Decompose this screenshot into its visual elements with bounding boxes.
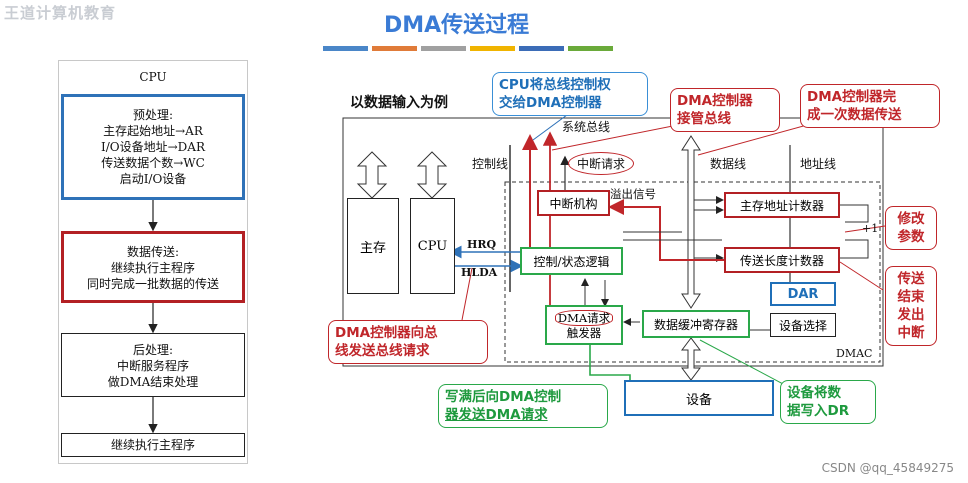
note-fill-then-request: 写满后向DMA控制 器发送DMA请求 <box>438 384 608 428</box>
note-fill-then-request-line-2: 器发送DMA请求 <box>445 407 548 423</box>
title-color-bar-5 <box>519 46 564 51</box>
note-transfer-end-line-1: 传送 <box>897 271 925 287</box>
preprocess-line-5: 启动I/O设备 <box>119 172 187 186</box>
note-dma-bus-request-line-1: DMA控制器向总 <box>335 325 438 341</box>
note-transfer-end-interrupt: 传送 结束 发出 中断 <box>885 266 937 346</box>
device-select-box: 设备选择 <box>770 313 836 337</box>
note-dma-take-bus-line-2: 接管总线 <box>677 111 731 127</box>
note-modify-params-line-2: 参数 <box>897 229 925 245</box>
page-title: DMA传送过程 <box>384 13 530 38</box>
diagram-caption: 以数据输入为例 <box>350 95 448 111</box>
transfer-line-3: 同时完成一批数据的传送 <box>86 277 219 291</box>
watermark-logo: 王道计算机教育 <box>4 4 117 22</box>
flow-continue-box: 继续执行主程序 <box>61 433 245 457</box>
note-modify-params-line-1: 修改 <box>897 211 925 227</box>
note-dma-complete-transfer: DMA控制器完 成一次数据传送 <box>800 84 940 128</box>
note-dma-take-bus: DMA控制器 接管总线 <box>670 88 780 132</box>
system-bus-label: 系统总线 <box>562 120 611 134</box>
main-memory-label: 主存 <box>359 240 386 256</box>
address-line-label: 地址线 <box>800 157 837 171</box>
note-dma-take-bus-line-1: DMA控制器 <box>677 93 753 109</box>
note-transfer-end-line-3: 发出 <box>897 307 925 323</box>
overflow-signal-label: 溢出信号 <box>610 187 656 201</box>
hlda-label: HLDA <box>461 266 498 279</box>
transfer-length-counter-box: 传送长度计数器 <box>724 247 840 273</box>
note-cpu-hand-over-bus: CPU将总线控制权 交给DMA控制器 <box>492 72 648 116</box>
transfer-line-2: 继续执行主程序 <box>110 261 195 275</box>
flow-preprocess-box: 预处理: 主存起始地址→AR I/O设备地址→DAR 传送数据个数→WC 启动I… <box>61 94 245 200</box>
dar-box: DAR <box>770 282 836 306</box>
flow-postprocess-box: 后处理: 中断服务程序 做DMA结束处理 <box>61 333 245 397</box>
device-label: 设备 <box>685 392 712 408</box>
preprocess-line-2: 主存起始地址→AR <box>103 124 203 138</box>
note-dma-complete-line-2: 成一次数据传送 <box>807 107 902 123</box>
hrq-label: HRQ <box>467 238 497 251</box>
main-memory-box: 主存 <box>347 198 399 294</box>
device-box: 设备 <box>624 380 774 416</box>
control-status-logic-box: 控制/状态逻辑 <box>520 247 623 275</box>
note-modify-params: 修改 参数 <box>885 206 937 250</box>
plus-one-label: +1 <box>862 222 879 235</box>
note-device-write-dr-line-2: 据写入DR <box>787 403 850 419</box>
note-cpu-hand-over-line-1: CPU将总线控制权 <box>499 77 611 93</box>
note-fill-then-request-line-1: 写满后向DMA控制 <box>445 389 562 405</box>
note-device-write-dr-line-1: 设备将数 <box>787 385 841 401</box>
transfer-line-1: 数据传送: <box>126 245 180 259</box>
title-color-bar-6 <box>568 46 613 51</box>
flowchart-arrows <box>148 199 158 434</box>
cpu-label: CPU <box>417 238 448 254</box>
note-dma-bus-request-line-2: 线发送总线请求 <box>335 343 430 359</box>
postprocess-line-2: 中断服务程序 <box>116 359 189 373</box>
flow-transfer-box: 数据传送: 继续执行主程序 同时完成一批数据的传送 <box>61 231 245 303</box>
note-cpu-hand-over-line-2: 交给DMA控制器 <box>499 95 602 111</box>
note-transfer-end-line-2: 结束 <box>897 289 925 305</box>
note-dma-complete-line-1: DMA控制器完 <box>807 89 897 105</box>
preprocess-line-4: 传送数据个数→WC <box>101 156 205 170</box>
flowchart-panel: CPU 预处理: 主存起始地址→AR I/O设备地址→DAR 传送数据个数→WC… <box>58 60 248 464</box>
memory-address-counter-label: 主存地址计数器 <box>739 198 824 213</box>
postprocess-line-1: 后处理: <box>132 343 174 357</box>
control-line-label: 控制线 <box>472 157 509 171</box>
title-color-bar-1 <box>323 46 368 51</box>
note-transfer-end-line-4: 中断 <box>897 325 925 341</box>
dma-request-trigger-line-1: DMA请求 <box>554 310 614 326</box>
preprocess-line-3: I/O设备地址→DAR <box>101 140 205 154</box>
note-device-write-dr: 设备将数 据写入DR <box>780 380 876 424</box>
control-status-logic-label: 控制/状态逻辑 <box>533 254 610 269</box>
cpu-box: CPU <box>410 198 455 294</box>
dma-request-trigger-line-2: 触发器 <box>566 326 602 340</box>
data-buffer-register-box: 数据缓冲寄存器 <box>642 310 750 338</box>
postprocess-line-3: 做DMA结束处理 <box>107 375 199 389</box>
transfer-length-counter-label: 传送长度计数器 <box>739 253 824 268</box>
title-color-bar-3 <box>421 46 466 51</box>
memory-address-counter-box: 主存地址计数器 <box>724 192 840 218</box>
interrupt-mechanism-label: 中断机构 <box>549 196 598 211</box>
title-color-bar-4 <box>470 46 515 51</box>
data-line-label: 数据线 <box>710 157 747 171</box>
csdn-watermark: CSDN @qq_45849275 <box>821 461 954 475</box>
interrupt-mechanism-box: 中断机构 <box>537 190 610 216</box>
dmac-label: DMAC <box>836 347 873 360</box>
flow-cpu-label: CPU <box>59 69 247 85</box>
dma-request-trigger-box: DMA请求 触发器 <box>545 305 623 345</box>
data-buffer-register-label: 数据缓冲寄存器 <box>653 317 738 332</box>
note-dma-bus-request: DMA控制器向总 线发送总线请求 <box>328 320 488 364</box>
interrupt-request-label: 中断请求 <box>568 152 635 175</box>
title-color-bar-2 <box>372 46 417 51</box>
device-select-label: 设备选择 <box>778 318 827 333</box>
preprocess-line-1: 预处理: <box>132 108 174 122</box>
dar-label: DAR <box>787 286 819 302</box>
